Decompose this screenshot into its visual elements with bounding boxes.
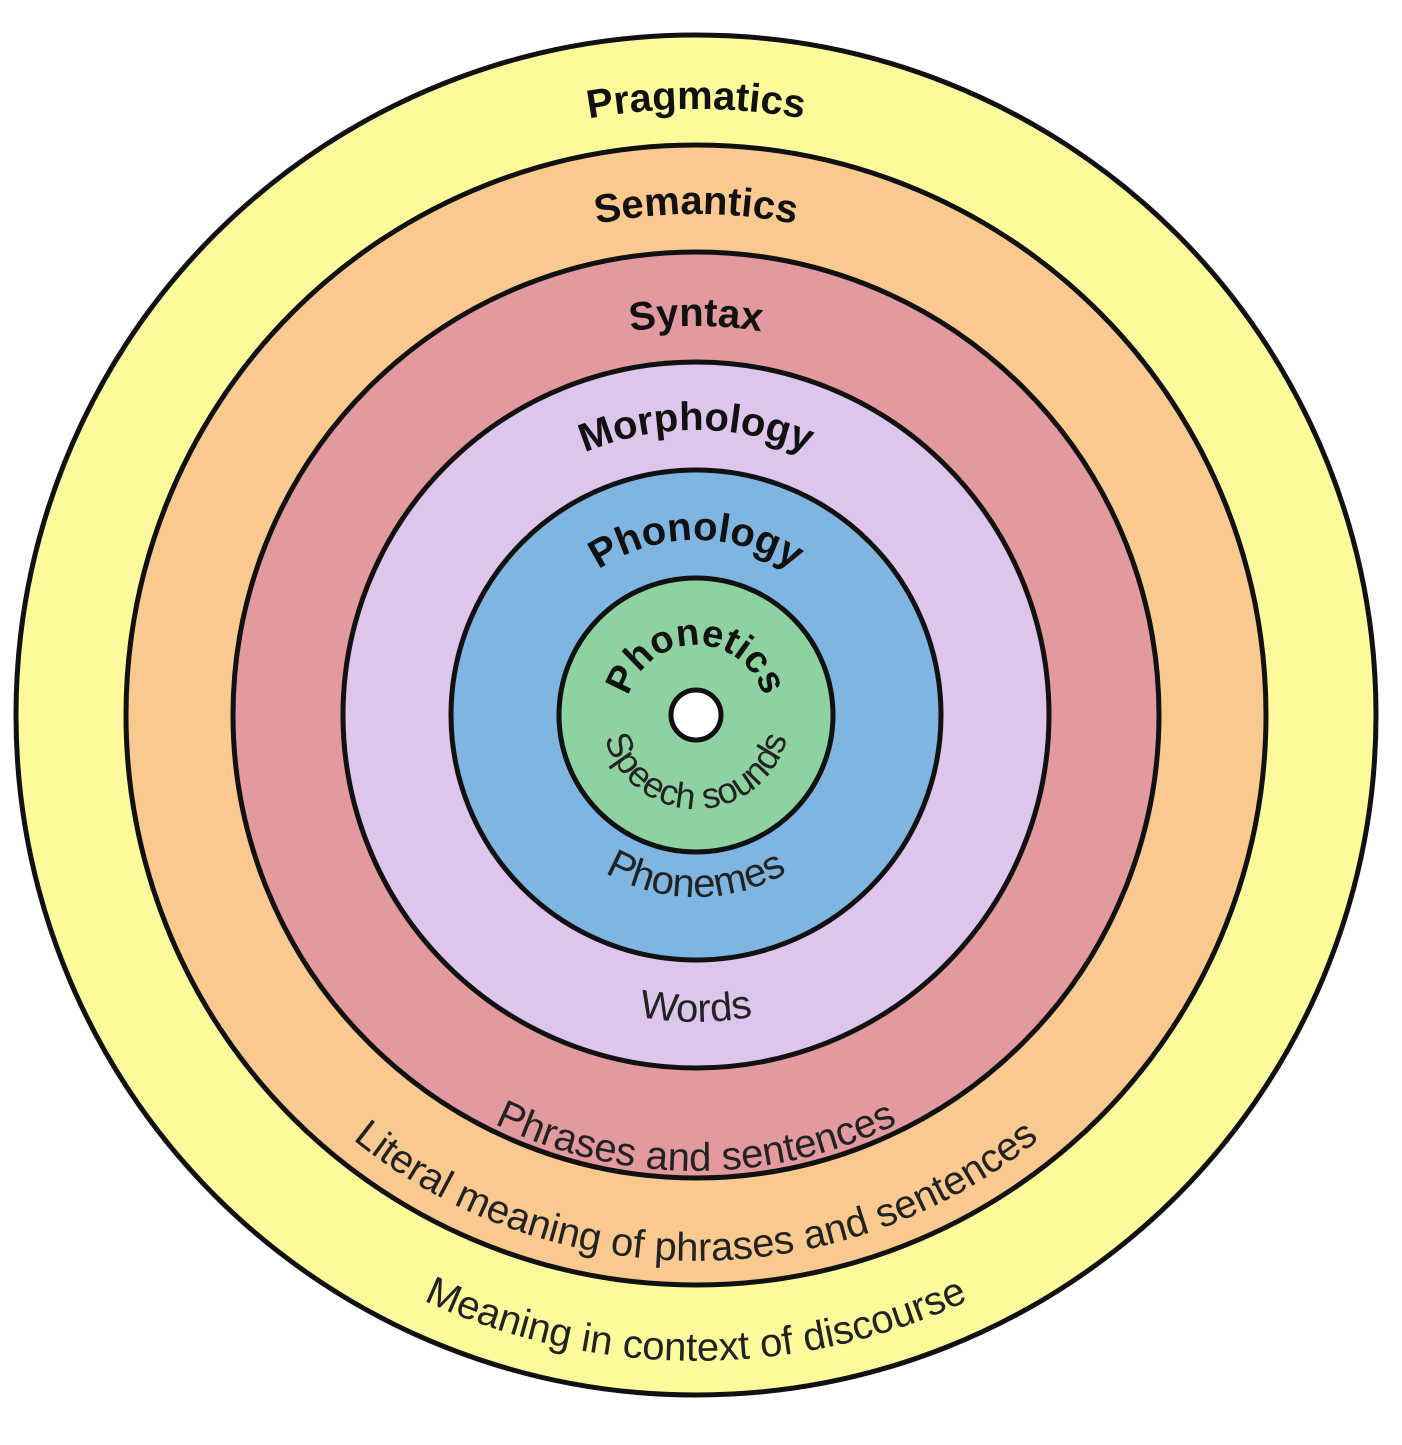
- morphology-description: Words: [638, 982, 755, 1031]
- center-hole: [668, 687, 724, 743]
- syntax-title: Syntax: [626, 291, 766, 340]
